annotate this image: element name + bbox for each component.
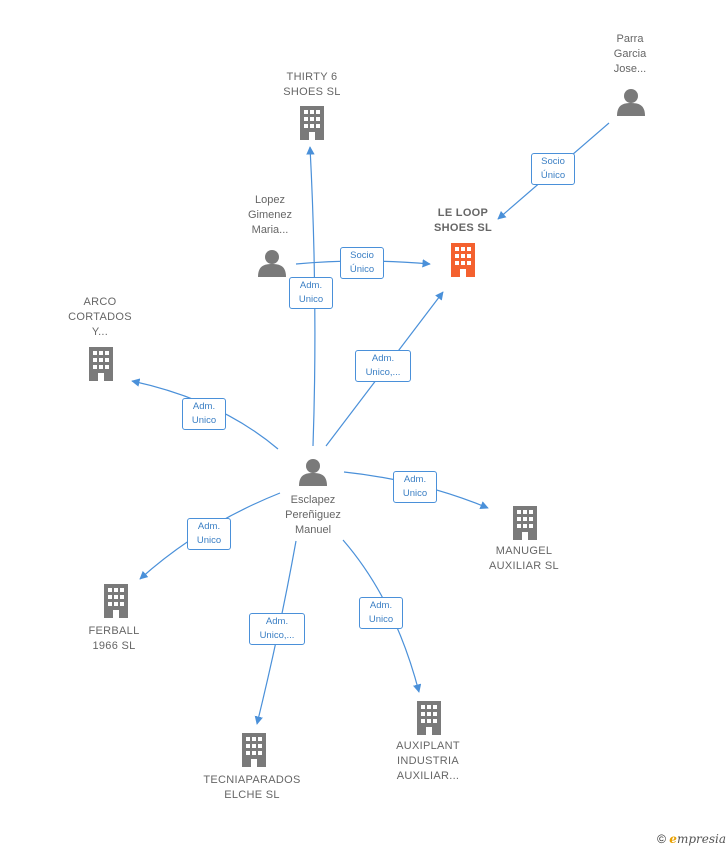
label-line: AUXILIAR... — [396, 770, 460, 782]
edge-label-line: Único — [540, 170, 566, 181]
person-icon-esclapez[interactable] — [299, 459, 327, 486]
edge-label-esc-loop[interactable]: Adm. Unico,... — [355, 350, 411, 382]
brand-initial: e — [669, 832, 677, 846]
label-line: Esclapez — [290, 494, 336, 506]
label-line: Garcia — [613, 48, 647, 60]
edge-label-esc-tecnia[interactable]: Adm. Unico,... — [249, 613, 305, 645]
label-line: Gimenez — [247, 209, 293, 221]
person-icon-parra[interactable] — [617, 89, 645, 116]
label-line: AUXILIAR SL — [489, 560, 559, 572]
label-line: Pereñiguez — [285, 509, 341, 521]
label-line: CORTADOS — [68, 311, 132, 323]
label-line: ARCO — [83, 296, 117, 308]
edge-label-esc-manugel[interactable]: Adm. Unico — [393, 471, 437, 503]
edge-label-parra-loop[interactable]: Socio Único — [531, 153, 575, 185]
building-icon-loop[interactable] — [451, 243, 475, 277]
edge-label-line: Adm. — [265, 616, 289, 627]
label-line: TECNIAPARADOS — [203, 774, 301, 786]
label-line: ELCHE SL — [224, 789, 280, 801]
label-line: INDUSTRIA — [397, 755, 459, 767]
edge-label-line: Unico — [196, 535, 222, 546]
brand-logo: empresia — [669, 832, 726, 846]
edge-label-line: Unico,... — [259, 630, 295, 641]
edge-label-line: Socio — [541, 156, 565, 167]
brand-name: mpresia — [676, 832, 726, 846]
edge-label-line: Adm. — [371, 353, 395, 364]
building-icon-tecnia[interactable] — [242, 733, 266, 767]
label-line: SHOES SL — [433, 222, 493, 234]
edge-label-line: Adm. — [192, 401, 216, 412]
node-label-manugel[interactable]: MANUGEL AUXILIAR SL — [474, 544, 574, 574]
edge-label-line: Unico — [402, 488, 428, 499]
label-line: Maria... — [251, 224, 289, 236]
edge-label-esc-ferball[interactable]: Adm. Unico — [187, 518, 231, 550]
edge-label-esc-auxiplant[interactable]: Adm. Unico — [359, 597, 403, 629]
label-line: Y... — [91, 326, 109, 338]
edge-label-esc-thirty[interactable]: Adm. Unico — [289, 277, 333, 309]
building-icon-arco[interactable] — [89, 347, 113, 381]
person-icon-lopez[interactable] — [258, 250, 286, 277]
copyright-symbol: © — [657, 832, 666, 846]
building-icon-manugel[interactable] — [513, 506, 537, 540]
node-label-arco[interactable]: ARCO CORTADOS Y... — [60, 295, 140, 340]
edge-label-line: Adm. — [197, 521, 221, 532]
node-label-lopez[interactable]: Lopez Gimenez Maria... — [234, 193, 306, 238]
label-line: Manuel — [294, 524, 332, 536]
edge-label-line: Adm. — [369, 600, 393, 611]
edge-label-lopez-loop[interactable]: Socio Único — [340, 247, 384, 279]
edge-label-line: Unico — [298, 294, 324, 305]
label-line: LE LOOP — [437, 207, 489, 219]
label-line: Lopez — [255, 194, 285, 206]
node-label-tecnia[interactable]: TECNIAPARADOS ELCHE SL — [197, 773, 307, 803]
label-line: 1966 SL — [92, 640, 136, 652]
node-label-esclapez[interactable]: Esclapez Pereñiguez Manuel — [268, 493, 358, 538]
label-line: MANUGEL — [495, 545, 553, 557]
label-line: FERBALL — [88, 625, 140, 637]
building-icon-thirty6[interactable] — [300, 106, 324, 140]
building-icon-ferball[interactable] — [104, 584, 128, 618]
edge-label-line: Único — [349, 264, 375, 275]
edge-label-line: Adm. — [403, 474, 427, 485]
edge-label-line: Socio — [350, 250, 374, 261]
edge-label-line: Unico — [191, 415, 217, 426]
edge-label-line: Unico — [368, 614, 394, 625]
label-line: THIRTY 6 — [286, 71, 338, 83]
node-label-parra[interactable]: Parra Garcia Jose... — [595, 32, 665, 77]
label-line: SHOES SL — [283, 86, 341, 98]
node-label-thirty6[interactable]: THIRTY 6 SHOES SL — [262, 70, 362, 100]
node-label-ferball[interactable]: FERBALL 1966 SL — [69, 624, 159, 654]
label-line: AUXIPLANT — [396, 740, 460, 752]
label-line: Jose... — [613, 63, 647, 75]
node-label-loop[interactable]: LE LOOP SHOES SL — [413, 206, 513, 236]
edge-label-line: Unico,... — [365, 367, 401, 378]
edge-label-esc-arco[interactable]: Adm. Unico — [182, 398, 226, 430]
building-icon-auxiplant[interactable] — [417, 701, 441, 735]
footer-brand: © empresia — [657, 832, 726, 846]
node-label-auxiplant[interactable]: AUXIPLANT INDUSTRIA AUXILIAR... — [378, 739, 478, 784]
label-line: Parra — [616, 33, 644, 45]
edge-label-line: Adm. — [299, 280, 323, 291]
